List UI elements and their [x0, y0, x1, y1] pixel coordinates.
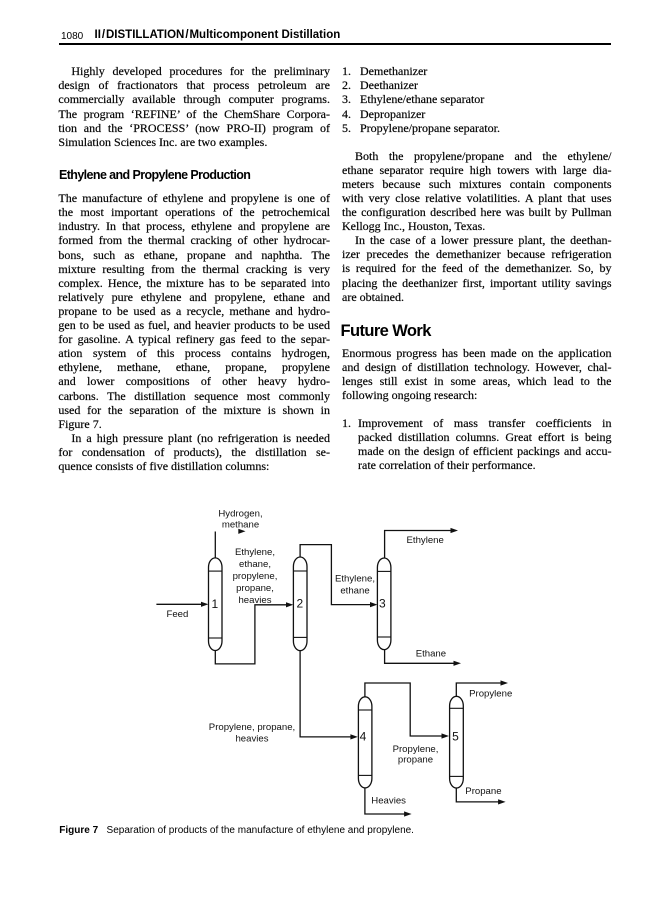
svg-text:1: 1	[211, 597, 218, 611]
svg-text:heavies: heavies	[238, 595, 271, 606]
svg-text:Ethylene: Ethylene	[407, 535, 444, 546]
svg-text:Ethylene,: Ethylene,	[235, 547, 275, 558]
svg-text:Propylene, propane,: Propylene, propane,	[209, 722, 295, 733]
svg-text:propane,: propane,	[236, 583, 274, 594]
svg-text:5: 5	[452, 730, 459, 744]
svg-text:Ethylene,: Ethylene,	[335, 574, 375, 585]
svg-text:Propane: Propane	[465, 786, 501, 797]
svg-text:Ethane: Ethane	[416, 649, 446, 660]
svg-text:Heavies: Heavies	[371, 796, 406, 807]
svg-text:Propylene,: Propylene,	[393, 744, 439, 755]
svg-text:Hydrogen,: Hydrogen,	[218, 509, 262, 520]
svg-text:propane: propane	[398, 754, 433, 765]
svg-text:4: 4	[360, 730, 367, 744]
svg-text:ethane,: ethane,	[239, 559, 271, 570]
svg-text:Propylene: Propylene	[469, 688, 512, 699]
svg-text:2: 2	[297, 597, 304, 611]
svg-text:ethane: ethane	[340, 585, 369, 596]
svg-text:Feed: Feed	[166, 609, 188, 620]
svg-text:methane: methane	[222, 520, 259, 531]
svg-text:heavies: heavies	[235, 734, 268, 745]
svg-text:3: 3	[379, 597, 386, 611]
svg-text:propylene,: propylene,	[233, 571, 278, 582]
